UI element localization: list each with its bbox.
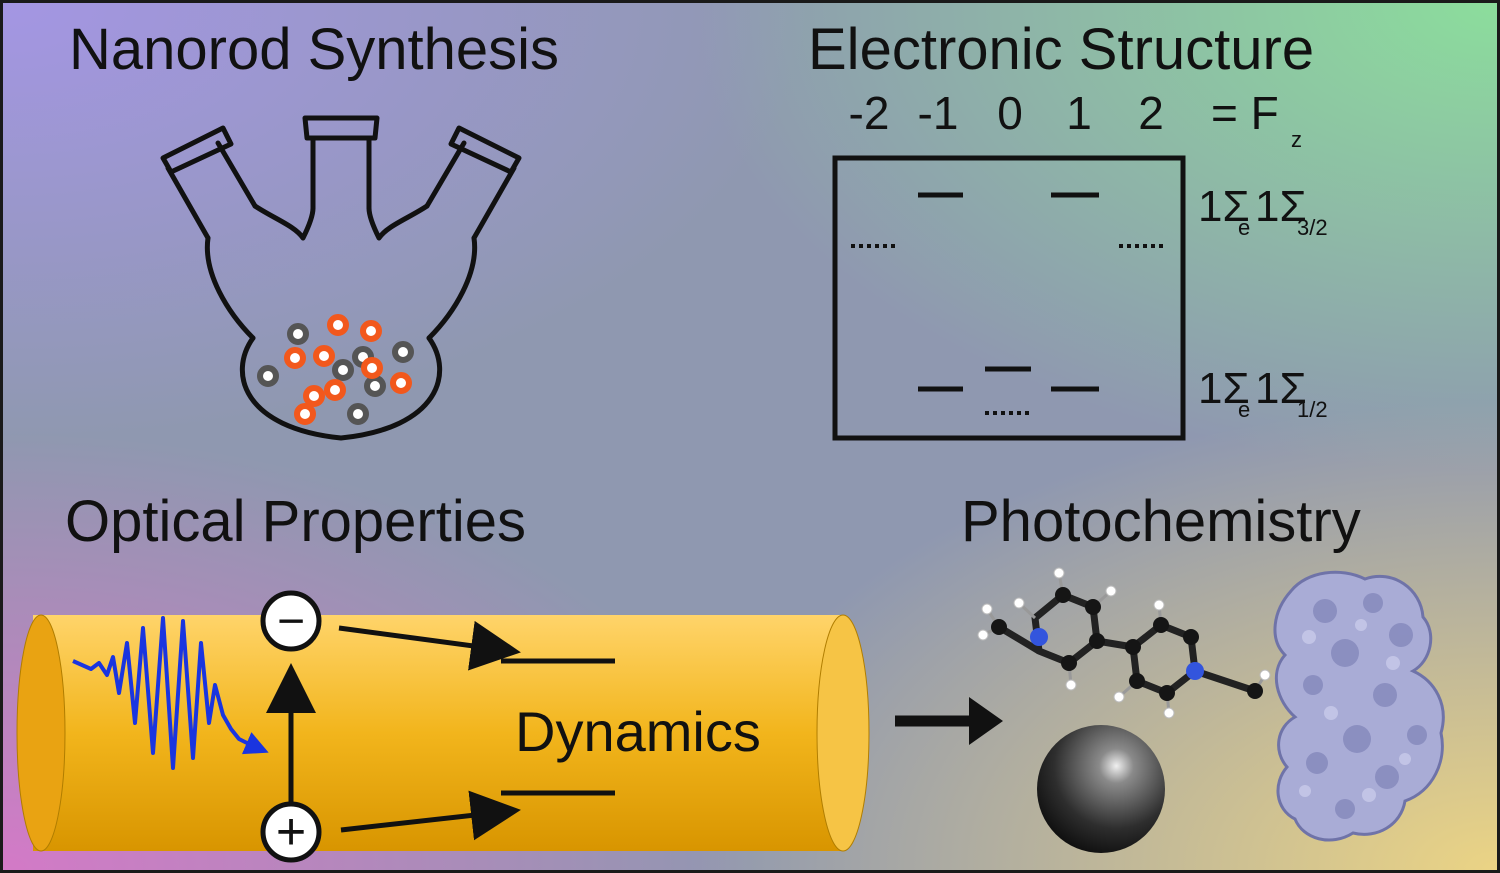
synthesis-title: Nanorod Synthesis <box>69 17 560 82</box>
charge-arrows <box>266 620 615 841</box>
photochemistry-title: Photochemistry <box>961 489 1361 554</box>
fz-value-minus-2: -2 <box>849 87 890 139</box>
svg-text:1Σ: 1Σ <box>1255 364 1307 413</box>
svg-text:e: e <box>1238 215 1250 240</box>
fz-value-2: 2 <box>1138 87 1164 139</box>
flask-panel <box>143 98 543 458</box>
fz-value-1: 1 <box>1066 87 1092 139</box>
svg-text:e: e <box>1238 397 1250 422</box>
electronic-structure-title: Electronic Structure <box>808 17 1315 82</box>
nanoparticle-sphere-icon <box>1037 725 1165 853</box>
fz-value-minus-1: -1 <box>918 87 959 139</box>
energy-levels <box>918 192 1099 392</box>
energy-level-diagram: -2 -1 0 1 2 = F z 1Σ e <box>832 87 1328 441</box>
dotted-levels <box>851 244 1165 415</box>
protein-icon <box>1273 570 1445 842</box>
transfer-arrow-head <box>969 697 1003 745</box>
svg-text:3/2: 3/2 <box>1297 215 1328 240</box>
methyl-viologen-molecule-icon <box>977 567 1271 719</box>
light-pulse-icon <box>72 616 269 770</box>
svg-text:1Σ: 1Σ <box>1198 182 1250 231</box>
svg-text:1/2: 1/2 <box>1297 397 1328 422</box>
three-neck-flask-icon <box>160 115 522 441</box>
hole-icon: + <box>260 801 322 863</box>
lower-state-label: 1Σ e 1Σ 1/2 <box>1198 364 1328 422</box>
upper-state-label: 1Σ e 1Σ 3/2 <box>1198 182 1328 240</box>
fz-equals-label: = F <box>1211 87 1279 139</box>
optical-properties-title: Optical Properties <box>65 489 526 554</box>
photochemistry-illustration <box>977 567 1445 853</box>
svg-text:1Σ: 1Σ <box>1255 182 1307 231</box>
electron-icon: − <box>260 590 322 652</box>
energy-level-panel: -2 -1 0 1 2 = F z 1Σ e <box>832 83 1433 453</box>
nanorod-panel: − + Dynamics <box>3 573 1003 870</box>
svg-text:+: + <box>276 803 306 861</box>
fz-value-0: 0 <box>997 87 1023 139</box>
svg-text:−: − <box>277 595 305 648</box>
nanoparticles <box>257 314 414 425</box>
nanorod-cylinder <box>16 614 870 852</box>
svg-text:1Σ: 1Σ <box>1198 364 1250 413</box>
nanorod-diagram: − + Dynamics <box>16 590 1003 863</box>
fz-subscript: z <box>1291 127 1302 152</box>
level-box <box>832 155 1186 441</box>
photochemistry-panel <box>973 563 1493 863</box>
dynamics-label: Dynamics <box>515 700 761 763</box>
